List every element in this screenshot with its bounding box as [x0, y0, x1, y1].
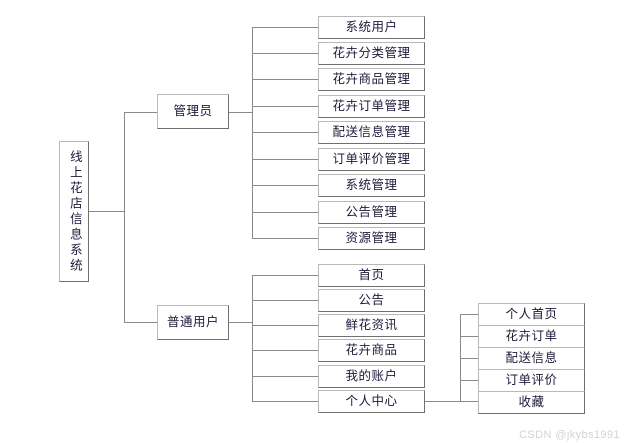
user-child-home: 首页 [318, 264, 425, 287]
personal-child-order-review: 订单评价 [478, 369, 585, 392]
admin-child-announcement: 公告管理 [318, 201, 425, 224]
user-child-personal-center: 个人中心 [318, 390, 425, 413]
connector-personal-child-5 [460, 401, 479, 402]
connector-admin-child-8 [252, 212, 318, 213]
personal-child-personal-home: 个人首页 [478, 303, 585, 326]
connector-admin-child-6 [252, 159, 318, 160]
connector-user-out [229, 322, 253, 323]
user-child-announcement: 公告 [318, 289, 425, 312]
admin-child-resource-management: 资源管理 [318, 227, 425, 250]
user-child-flower-news: 鲜花资讯 [318, 314, 425, 337]
connector-user-child-2 [252, 300, 318, 301]
connector-user-trunk [252, 275, 253, 401]
connector-root-to-user [124, 322, 157, 323]
admin-child-system-users: 系统用户 [318, 16, 425, 39]
root-node-online-flower-shop-system: 线上花店信息系统 [59, 141, 89, 282]
personal-child-flower-orders: 花卉订单 [478, 325, 585, 348]
connector-user-child-5 [252, 376, 318, 377]
connector-personal-child-2 [460, 336, 479, 337]
connector-admin-child-9 [252, 238, 318, 239]
connector-user-child-6 [252, 401, 318, 402]
user-child-my-account: 我的账户 [318, 365, 425, 388]
connector-user-child-4 [252, 350, 318, 351]
connector-admin-trunk [252, 27, 253, 239]
connector-root-trunk [124, 112, 125, 323]
admin-child-flower-product: 花卉商品管理 [318, 68, 425, 91]
admin-child-flower-category: 花卉分类管理 [318, 42, 425, 65]
admin-child-flower-order: 花卉订单管理 [318, 95, 425, 118]
admin-child-order-review: 订单评价管理 [318, 148, 425, 171]
connector-admin-child-7 [252, 185, 318, 186]
personal-child-delivery-info: 配送信息 [478, 347, 585, 370]
connector-personal-center-out [425, 401, 461, 402]
watermark-text: CSDN @jkybs1991 [519, 429, 620, 441]
level1-node-administrator: 管理员 [157, 94, 229, 129]
connector-root-to-admin [124, 112, 157, 113]
connector-personal-child-1 [460, 314, 479, 315]
connector-root-stub [89, 211, 125, 212]
admin-child-delivery-info: 配送信息管理 [318, 121, 425, 144]
connector-admin-child-4 [252, 106, 318, 107]
connector-user-child-3 [252, 325, 318, 326]
connector-admin-out [229, 112, 253, 113]
connector-personal-child-3 [460, 358, 479, 359]
user-child-flower-products: 花卉商品 [318, 339, 425, 362]
connector-admin-child-2 [252, 53, 318, 54]
level1-node-regular-user: 普通用户 [157, 305, 229, 340]
connector-personal-child-4 [460, 380, 479, 381]
personal-child-favorites: 收藏 [478, 391, 585, 414]
connector-admin-child-1 [252, 27, 318, 28]
admin-child-system-management: 系统管理 [318, 174, 425, 197]
connector-user-child-1 [252, 275, 318, 276]
connector-admin-child-5 [252, 132, 318, 133]
connector-admin-child-3 [252, 79, 318, 80]
